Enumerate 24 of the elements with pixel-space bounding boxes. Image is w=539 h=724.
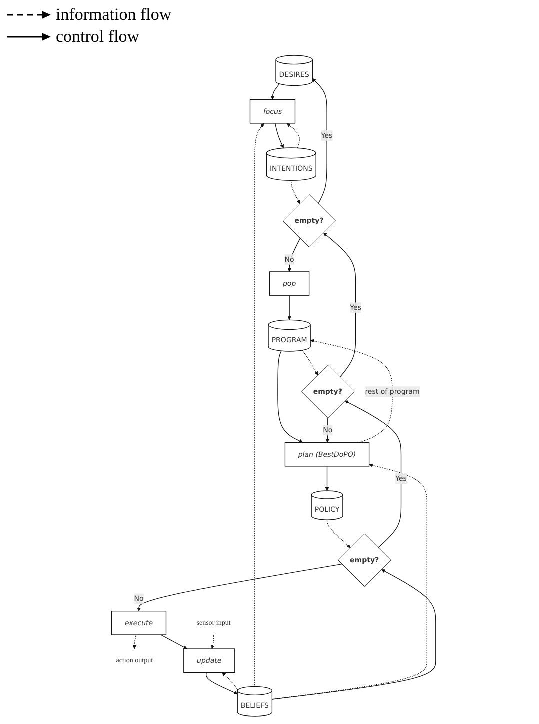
arrow (206, 672, 238, 694)
arrow (286, 123, 300, 148)
arrow (137, 564, 342, 612)
arrow (323, 232, 356, 378)
arrow (132, 634, 137, 650)
legend-text: control flow (56, 27, 140, 47)
arrow (160, 634, 188, 650)
arrow (344, 400, 402, 548)
arrow (272, 464, 428, 700)
arrow (278, 350, 304, 443)
arrow (325, 466, 330, 492)
arrow (254, 123, 264, 688)
arrow (288, 238, 301, 272)
arrow (270, 84, 280, 100)
legend-text: information flow (56, 5, 172, 25)
arrow (326, 520, 351, 548)
arrow (288, 295, 292, 320)
arrow (291, 180, 300, 204)
arrow (222, 672, 238, 690)
arrow (302, 350, 318, 376)
arrow (312, 78, 328, 204)
arrow (272, 570, 436, 700)
arrow (274, 123, 284, 148)
arrow (211, 634, 215, 650)
